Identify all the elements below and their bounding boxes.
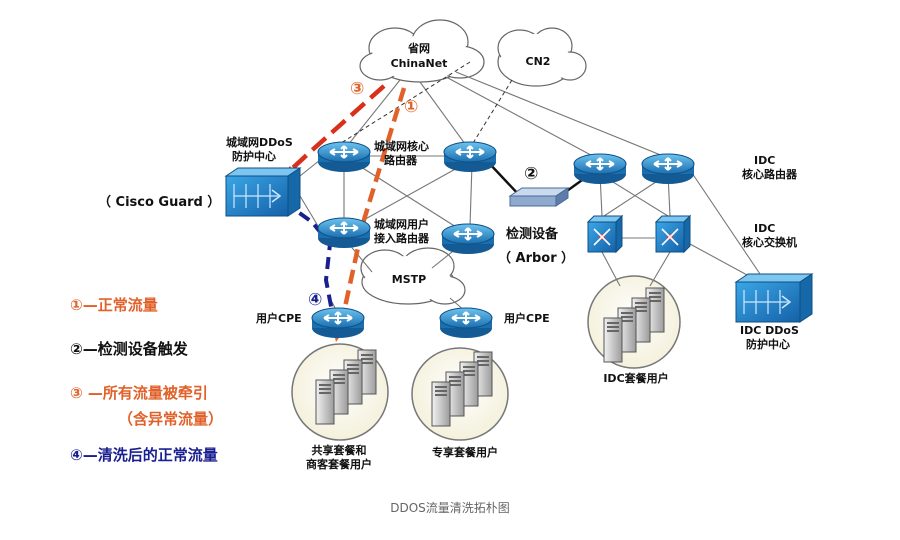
legend-item-diverted-flow: ③ —所有流量被牵引 [70, 384, 208, 402]
legend-item-detector-trigger: ②—检测设备触发 [70, 340, 188, 358]
cpe-left-label: 用户CPE [256, 312, 302, 325]
marker-2: ② [524, 164, 539, 184]
idc-core-switch-icon-2 [654, 214, 692, 254]
metro-access-label-1: 城域网用户 [374, 218, 429, 231]
figure-caption: DDOS流量清洗拓朴图 [390, 501, 510, 515]
idc-ddos-label-2: 防护中心 [746, 338, 790, 351]
cpe-router-icon-right [439, 307, 493, 339]
marker-1: ① [404, 97, 419, 117]
idc-core-router-label-1: IDC [754, 154, 776, 167]
idc-ddos-label-1: IDC DDoS [740, 324, 799, 337]
detector-label: 检测设备 [506, 227, 559, 242]
metro-core-label-2: 路由器 [384, 154, 417, 167]
metro-core-router-icon-2 [443, 141, 497, 173]
detector-arbor-icon [508, 187, 570, 207]
legend-item-diverted-flow-sub: （含异常流量） [118, 410, 224, 428]
chinanet-cloud [359, 19, 485, 83]
legend-item-cleaned-flow: ④—清洗后的正常流量 [70, 446, 218, 464]
metro-access-label-2: 接入路由器 [374, 232, 429, 245]
idc-core-switch-label-2: 核心交换机 [742, 236, 797, 249]
idc-core-switch-icon-1 [586, 214, 624, 254]
marker-3: ③ [350, 79, 365, 99]
idc-core-router-icon-1 [573, 153, 627, 185]
mstp-label: MSTP [391, 273, 427, 286]
shared-users-label-2: 商客套餐用户 [306, 458, 372, 471]
idc-users-label: IDC套餐用户 [603, 372, 669, 385]
marker-4: ④ [308, 290, 323, 310]
idc-core-router-label-2: 核心路由器 [742, 168, 797, 181]
idc-ddos-box-icon [734, 273, 814, 323]
shared-users-label-1: 共享套餐和 [311, 444, 367, 457]
mstp-cloud [360, 247, 466, 305]
metro-core-router-icon-1 [317, 141, 371, 173]
dedicated-users-label: 专享套餐用户 [432, 446, 498, 459]
idc-core-router-icon-2 [641, 153, 695, 185]
metro-core-label-1: 城域网核心 [374, 140, 429, 153]
metro-ddos-guard-icon [224, 167, 302, 217]
idc-core-switch-label-1: IDC [754, 222, 776, 235]
cn2-cloud [497, 27, 587, 87]
metro-ddos-label-2: 防护中心 [232, 150, 276, 163]
cisco-guard-label: （ Cisco Guard ） [98, 195, 221, 210]
cpe-right-label: 用户CPE [504, 312, 550, 325]
provincial-net-label: 省网 [408, 42, 430, 55]
arbor-label: （ Arbor ） [498, 251, 575, 266]
legend-item-normal-flow: ①—正常流量 [70, 296, 158, 314]
metro-access-router-icon-2 [441, 223, 495, 255]
chinanet-label: ChinaNet [390, 57, 448, 70]
cn2-label: CN2 [525, 55, 551, 68]
metro-access-router-icon-1 [317, 217, 371, 249]
metro-ddos-label-1: 城域网DDoS [226, 136, 293, 149]
cpe-router-icon-left [311, 307, 365, 339]
